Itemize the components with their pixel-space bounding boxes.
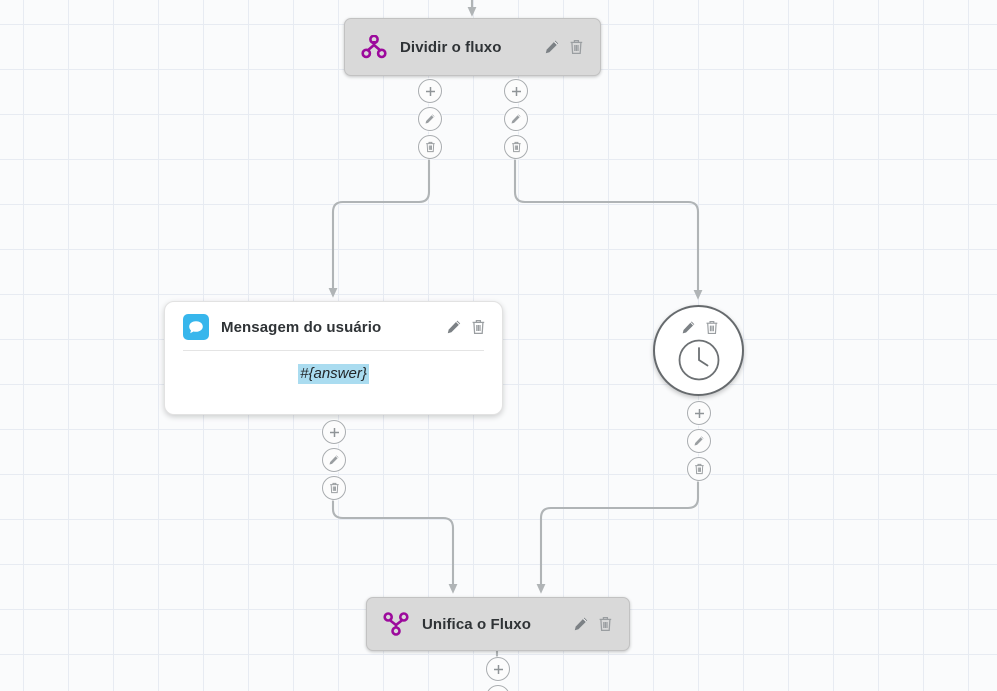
user-message-delete-trash-icon[interactable] — [471, 319, 486, 335]
connector-edit-button[interactable] — [687, 429, 711, 453]
split-flow-icon — [361, 35, 387, 59]
timer-delete-trash-icon[interactable] — [705, 320, 719, 335]
connector-edit-button[interactable] — [418, 107, 442, 131]
node-split-flow[interactable]: Dividir o fluxo — [344, 18, 601, 76]
edge-message-to-merge — [331, 495, 458, 594]
node-user-message[interactable]: Mensagem do usuário — [164, 301, 503, 415]
connector-add-button[interactable] — [418, 79, 442, 103]
merge-delete-trash-icon[interactable] — [598, 616, 613, 632]
user-message-edit-pencil-icon[interactable] — [446, 319, 462, 335]
merge-flow-icon — [383, 612, 409, 636]
node-user-message-body: #{answer} — [165, 351, 502, 402]
connector-stack-user-message[interactable] — [322, 420, 346, 500]
node-merge-flow-title: Unifica o Fluxo — [422, 615, 532, 633]
timer-edit-pencil-icon[interactable] — [681, 320, 696, 335]
connector-stack-merge[interactable] — [486, 657, 510, 691]
connector-delete-button[interactable] — [322, 476, 346, 500]
connector-stack-timer[interactable] — [687, 401, 711, 481]
connector-edit-button[interactable] — [486, 685, 510, 691]
answer-variable-chip: #{answer} — [298, 364, 369, 384]
connector-edit-button[interactable] — [504, 107, 528, 131]
split-delete-trash-icon[interactable] — [569, 39, 584, 55]
edge-timer-to-merge — [536, 476, 700, 594]
edge-split-to-timer — [513, 154, 703, 300]
connector-delete-button[interactable] — [418, 135, 442, 159]
connector-stack-split-right[interactable] — [504, 79, 528, 159]
chat-bubble-icon — [183, 314, 209, 340]
connector-add-button[interactable] — [687, 401, 711, 425]
node-user-message-divider — [183, 350, 484, 351]
node-user-message-title: Mensagem do usuário — [221, 318, 382, 336]
connector-edit-button[interactable] — [322, 448, 346, 472]
node-timer[interactable] — [653, 305, 744, 396]
connector-add-button[interactable] — [322, 420, 346, 444]
connector-stack-split-left[interactable] — [418, 79, 442, 159]
node-timer-tools — [681, 320, 719, 335]
connector-delete-button[interactable] — [687, 457, 711, 481]
connector-delete-button[interactable] — [504, 135, 528, 159]
node-merge-flow[interactable]: Unifica o Fluxo — [366, 597, 630, 651]
split-edit-pencil-icon[interactable] — [544, 39, 560, 55]
node-user-message-header: Mensagem do usuário — [165, 302, 502, 350]
connector-add-button[interactable] — [486, 657, 510, 681]
edge-split-to-message — [328, 154, 431, 298]
clock-icon — [677, 338, 721, 387]
connector-add-button[interactable] — [504, 79, 528, 103]
merge-edit-pencil-icon[interactable] — [573, 616, 589, 632]
node-split-flow-title: Dividir o fluxo — [400, 38, 502, 56]
